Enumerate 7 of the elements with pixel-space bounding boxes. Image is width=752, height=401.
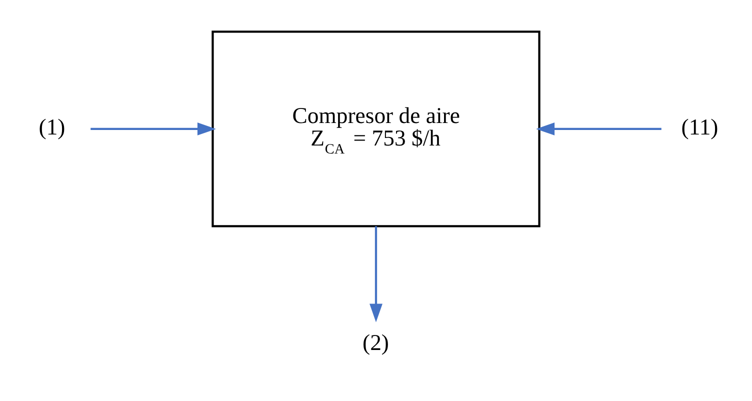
node-text: (11) [681, 114, 718, 139]
node-text: (1) [38, 114, 66, 139]
arrow [536, 122, 662, 135]
arrow [90, 122, 216, 135]
node-box: Compresor de aire Z$_{CA}$ = 753 $/h [212, 30, 540, 227]
node-text: (2) [362, 330, 389, 355]
arrow [370, 226, 382, 322]
